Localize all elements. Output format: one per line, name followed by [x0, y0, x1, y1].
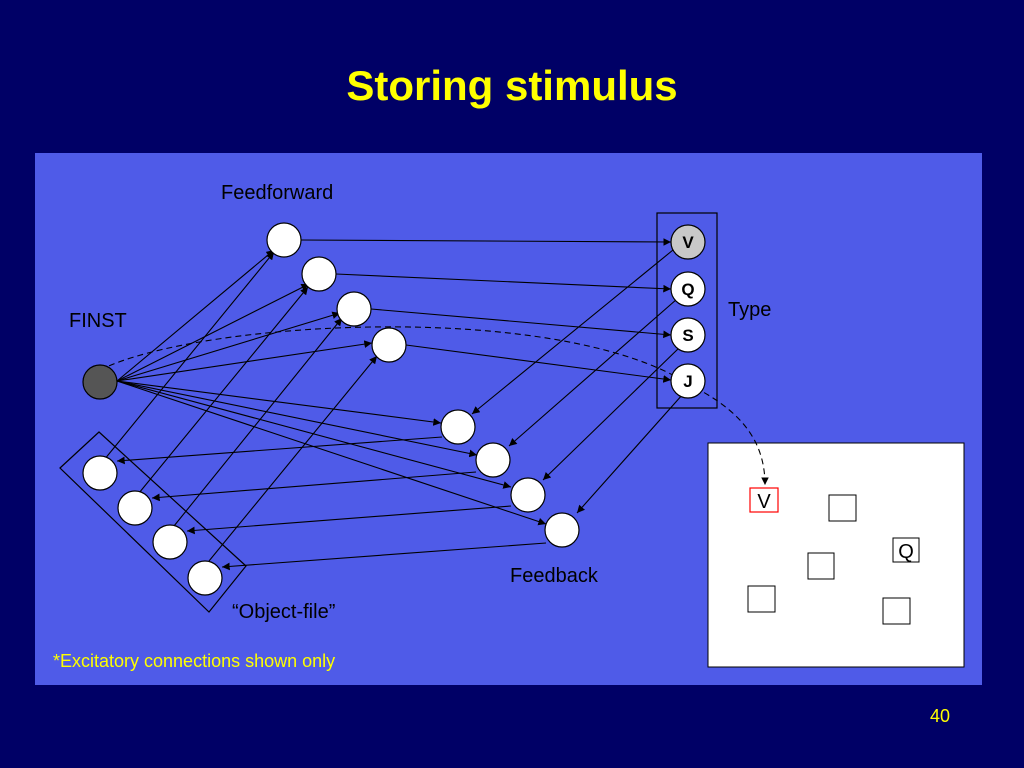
type-node-s [670, 317, 706, 353]
feedforward-node [336, 291, 372, 327]
type-node-q-label: Q [681, 280, 694, 299]
label-type: Type [728, 299, 771, 321]
object-file-node [152, 524, 188, 560]
feedback-node [475, 442, 511, 478]
feedback-nodes [440, 409, 580, 548]
object-file-nodes [82, 455, 223, 596]
feedback-node [544, 512, 580, 548]
feedback-node [510, 477, 546, 513]
type-node-j-label: J [683, 372, 692, 391]
object-file-node [117, 490, 153, 526]
type-nodes [670, 224, 706, 399]
type-node-q [670, 271, 706, 307]
object-file-node [82, 455, 118, 491]
display-box [707, 442, 965, 668]
type-node-j [670, 363, 706, 399]
display-empty-item [882, 597, 911, 625]
type-box [656, 212, 718, 409]
feedback-node [440, 409, 476, 445]
label-finst: FINST [69, 310, 127, 332]
display-empty-item [807, 552, 835, 580]
display-empty-item [747, 585, 776, 613]
type-node-v-label: V [682, 233, 694, 252]
page-number: 40 [929, 706, 950, 726]
finst-node [82, 364, 118, 400]
footnote: *Excitatory connections shown only [53, 651, 335, 671]
feedforward-node [371, 327, 407, 363]
feedforward-node [266, 222, 302, 258]
type-node-s-label: S [682, 326, 693, 345]
display-item-v: V [757, 491, 771, 513]
display-empty-items [747, 494, 911, 625]
object-file-node [187, 560, 223, 596]
slide-title: Storing stimulus [346, 62, 678, 109]
display-item-q-box [892, 537, 920, 563]
feedforward-node [301, 256, 337, 292]
object-file-box [59, 431, 247, 613]
type-node-v [670, 224, 706, 260]
connections [99, 238, 769, 571]
display-item-v-box [749, 487, 779, 513]
label-object-file: “Object-file” [232, 601, 335, 623]
label-feedback: Feedback [510, 565, 599, 587]
label-feedforward: Feedforward [221, 182, 333, 204]
display-item-q: Q [898, 541, 914, 563]
display-empty-item [828, 494, 857, 522]
feedforward-nodes [266, 222, 407, 363]
